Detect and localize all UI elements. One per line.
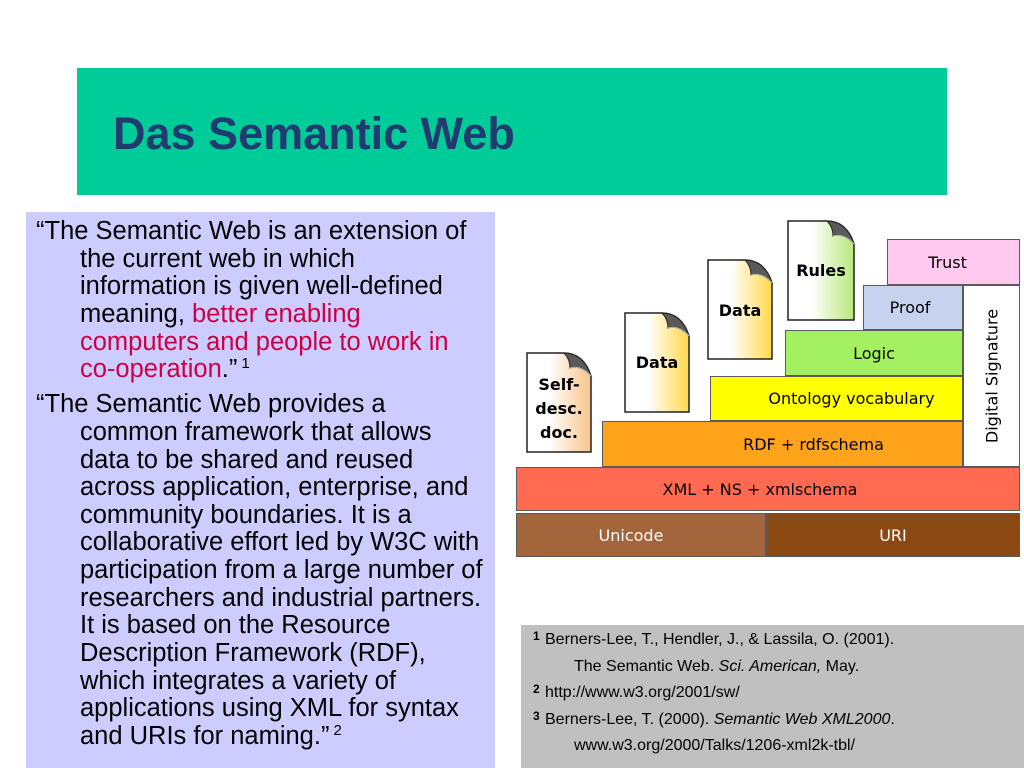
slide-title: Das Semantic Web [113,108,515,159]
data-document-icon: Data [707,259,773,360]
text-line: across application, enterprise, and [80,473,469,502]
layer-unicode: Unicode [516,513,766,557]
layer-ontology: Ontology vocabulary [710,376,963,421]
footnote-text: The Semantic Web. [574,657,715,675]
text-line: meaning, better enabling [26,299,495,329]
text-line: computers and people to work in [26,327,495,357]
layer-label: Logic [853,343,895,363]
text-line: Description Framework (RDF), [80,639,426,667]
text-line: common framework that allows [80,417,432,446]
layer-label: Trust [928,252,967,272]
footnote-text: May. [825,657,860,675]
text-line: “The Semantic Web provides a [36,390,386,419]
self-describing-document-icon: Self- desc. doc. [526,352,592,453]
text-line: participation from a large number of [80,556,483,585]
layer-digital-signature: Digital Signature [963,285,1020,467]
highlighted-text: better enabling [192,299,361,328]
layer-label: Proof [889,298,931,317]
document-label: Rules [796,261,846,280]
layer-label: XML + NS + xmlschema [662,479,858,499]
layer-label: URI [879,525,907,545]
footnote-url: http://www.w3.org/2001/sw/ [545,684,740,701]
text-line: co-operation.”1 [26,355,495,384]
layer-xml: XML + NS + xmlschema [516,467,1020,511]
document-label-line: Self- [538,375,580,394]
footnote-3-continued: www.w3.org/2000/Talks/1206-xml2k-tbl/ [521,733,1024,760]
title-bar: Das Semantic Web [77,68,947,195]
layer-uri: URI [766,513,1020,557]
text-line: information is given well-defined [80,272,443,301]
layer-proof: Proof [863,285,963,330]
text-line: applications using XML for syntax [80,694,459,723]
quote-paragraph-2: “The Semantic Web provides a common fram… [26,391,495,750]
text-segment: meaning, [80,299,185,328]
highlighted-text: computers and people to work in [80,327,449,356]
quote-panel: “The Semantic Web is an extension of the… [26,212,495,768]
layer-label: RDF + rdfschema [743,434,884,454]
document-label: Data [635,353,679,372]
layer-trust: Trust [887,239,1020,285]
footnote-text: Berners-Lee, T., Hendler, J., & Lassila,… [545,631,895,648]
layer-label: Digital Signature [982,308,1001,444]
document-label: Self- desc. doc. [526,373,592,445]
footnote-title: Semantic Web XML2000 [713,710,891,728]
footnote-reference: 2 [333,721,342,739]
document-label-line: desc. [535,399,583,418]
layer-rdf: RDF + rdfschema [602,421,963,467]
footnote-1-continued: The Semantic Web. Sci. American, May. [521,654,1024,681]
layer-logic: Logic [785,330,963,376]
footnote-text: . [890,710,895,728]
text-line: which integrates a variety of [80,666,397,695]
document-shape [526,352,592,453]
text-line: and URIs for naming.”2 [26,721,495,751]
footnote-reference: 1 [241,355,250,373]
document-shape [787,220,855,321]
text-line: data to be shared and reused [80,445,414,474]
document-shape [707,259,773,360]
footnote-text: Berners-Lee, T. (2000). [545,710,710,728]
text-line: It is based on the Resource [80,611,391,640]
rules-document-icon: Rules [787,220,855,321]
footnote-url: www.w3.org/2000/Talks/1206-xml2k-tbl/ [574,737,856,754]
layer-label: Unicode [598,525,664,545]
text-line: collaborative effort led by W3C with [80,528,480,557]
text-line: community boundaries. It is a [80,500,412,529]
footnote-journal: Sci. American, [718,657,822,675]
text-segment: .” [221,355,238,384]
text-line: researchers and industrial partners. [80,583,482,612]
text-line: the current web in which [80,244,355,273]
document-label-line: doc. [539,423,578,442]
quote-paragraph-1: “The Semantic Web is an extension of the… [26,217,495,384]
document-shape [624,312,690,413]
text-line: “The Semantic Web is an extension of [36,217,467,245]
highlighted-text: co-operation [80,355,222,384]
data-document-icon: Data [624,312,690,413]
text-segment: and URIs for naming.” [80,721,330,750]
document-label: Data [718,301,762,320]
layer-label: Ontology vocabulary [768,389,935,408]
